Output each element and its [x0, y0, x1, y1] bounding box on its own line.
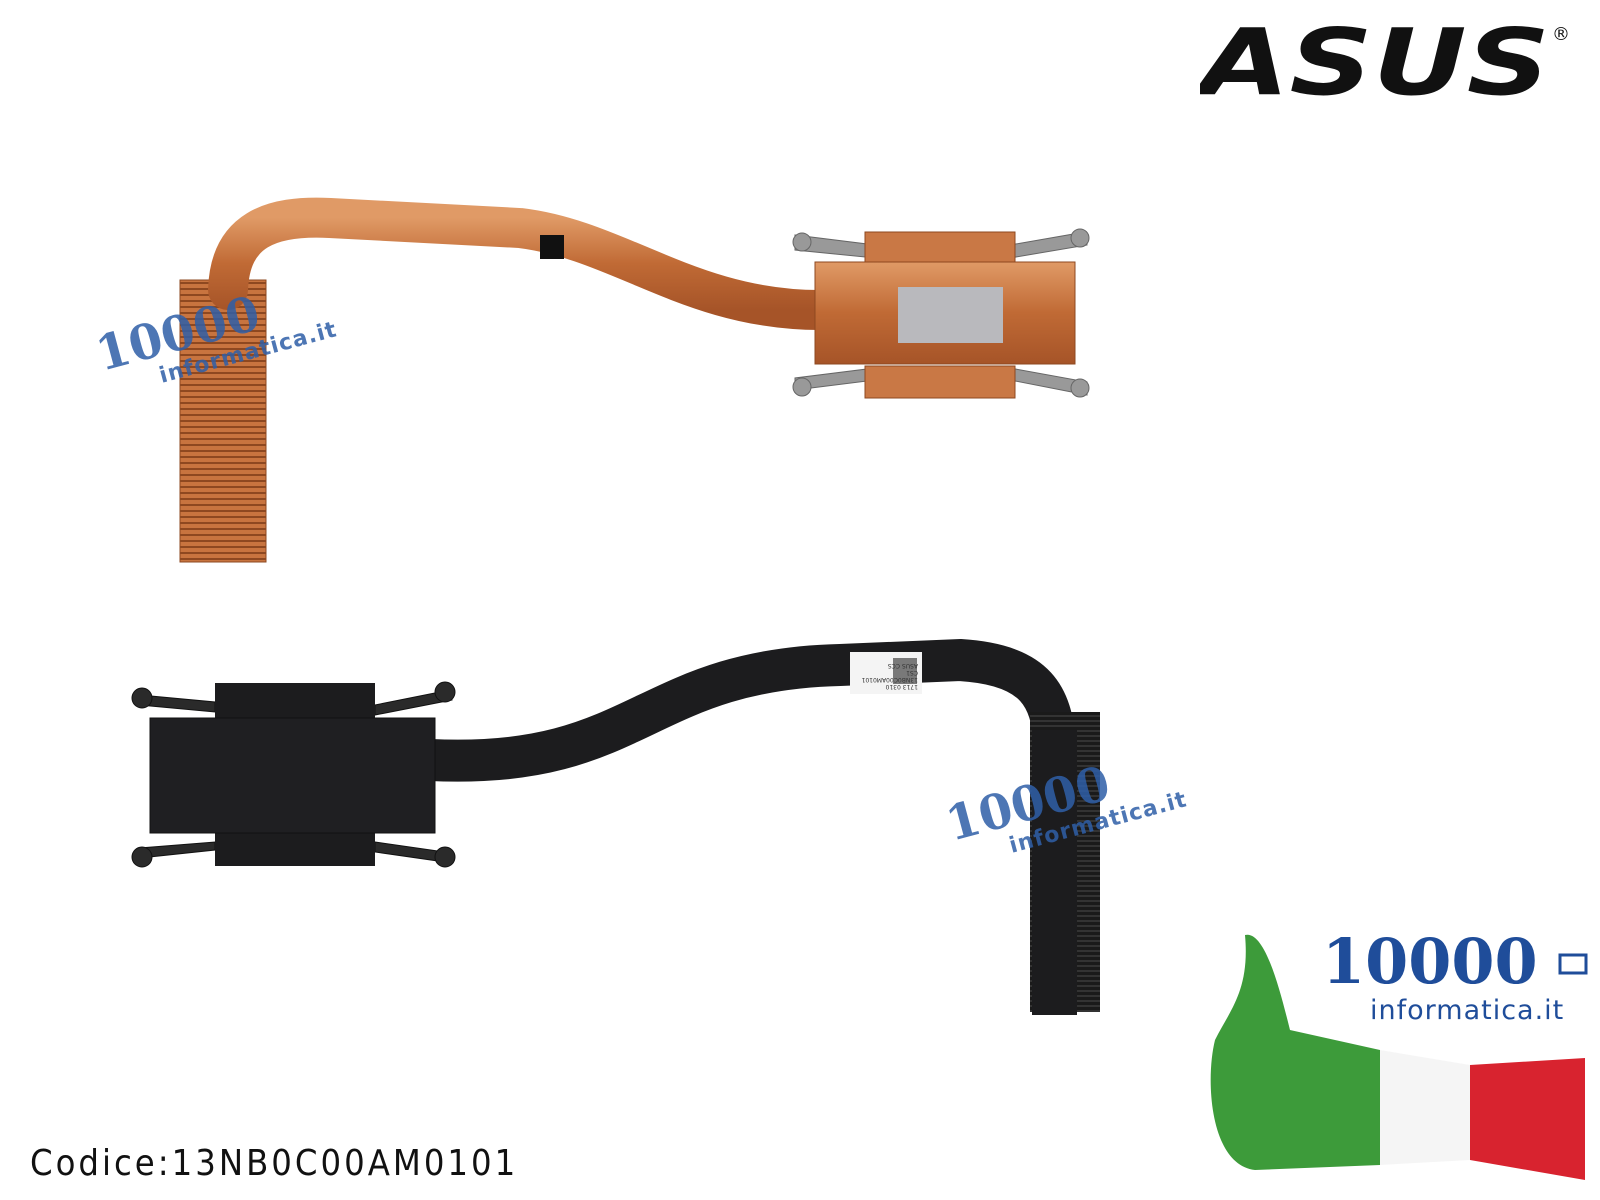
registered-mark: ® [1552, 24, 1570, 45]
sticker-line: ASUS CCS [887, 662, 918, 669]
product-code: Codice:13NB0C00AM0101 [30, 1143, 519, 1184]
copper-heatsink [179, 197, 1090, 563]
qr-code [893, 658, 917, 684]
sticker-line: 1713 0310 [885, 683, 918, 690]
asus-logo: ASUS ® [1200, 20, 1570, 100]
sticker-text: 1713 0310 13NB0C00AM0101 CS1 ASUS CCS [848, 662, 918, 690]
sticker-line: CS1 [906, 669, 918, 676]
laptop-icon [1558, 953, 1588, 975]
sticker-line: 13NB0C00AM0101 [861, 676, 918, 683]
asus-logo-text: ASUS [1200, 20, 1550, 100]
badge-domain: informatica.it [1370, 995, 1565, 1026]
black-heatsink [131, 638, 1100, 1015]
italy-thumbs-up-badge [1210, 934, 1588, 1180]
badge-number: 10000 [1322, 925, 1538, 998]
